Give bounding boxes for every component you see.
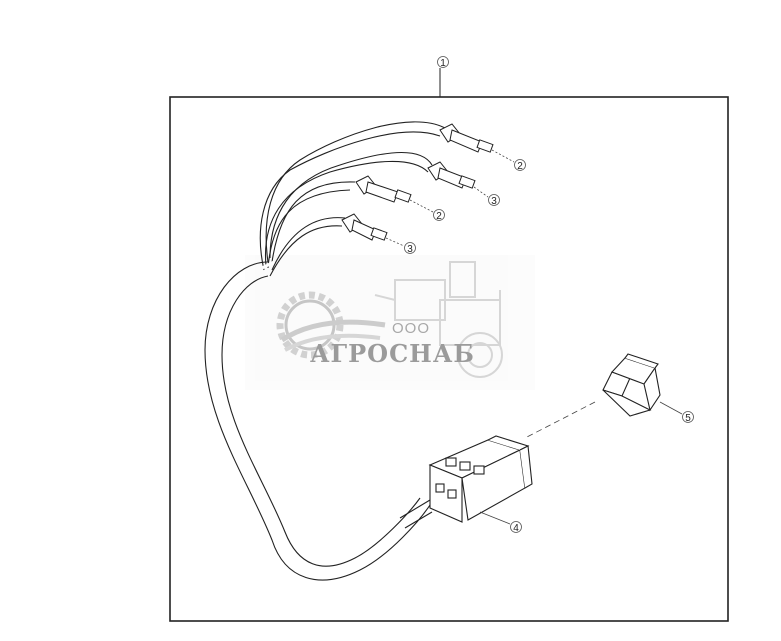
connector-housing[interactable] (399, 435, 533, 529)
callout-2-upper[interactable]: 2 (491, 149, 526, 172)
watermark-line2: АГРОСНАБ (310, 339, 475, 368)
harvester-icon (374, 261, 503, 378)
watermark-line1: ООО (392, 320, 430, 337)
callout-4[interactable]: 4 (479, 511, 522, 534)
assembly-dash-line (524, 401, 596, 439)
watermark: ООО АГРОСНАБ (245, 255, 535, 390)
svg-text:5: 5 (685, 413, 691, 424)
diagram-frame (169, 96, 729, 622)
callout-1[interactable]: 1 (437, 56, 449, 98)
gear-icon (276, 291, 386, 359)
svg-text:3: 3 (407, 244, 413, 255)
callout-2-middle[interactable]: 2 (409, 199, 445, 222)
callout-3-upper[interactable]: 3 (473, 186, 500, 207)
svg-text:4: 4 (513, 523, 519, 534)
terminal-connector-2-upper[interactable] (439, 123, 494, 153)
callout-3-lower[interactable]: 3 (385, 237, 416, 255)
svg-text:3: 3 (491, 196, 497, 207)
terminal-connector-3-lower[interactable] (341, 213, 388, 241)
callout-5[interactable]: 5 (659, 401, 694, 424)
terminal-connector-3-upper[interactable] (427, 161, 476, 189)
terminal-connector-2-middle[interactable] (355, 175, 412, 203)
svg-text:2: 2 (517, 161, 523, 172)
connector-cover[interactable] (602, 353, 661, 417)
wire-harness (204, 121, 446, 581)
svg-text:1: 1 (440, 58, 446, 69)
svg-text:2: 2 (436, 211, 442, 222)
